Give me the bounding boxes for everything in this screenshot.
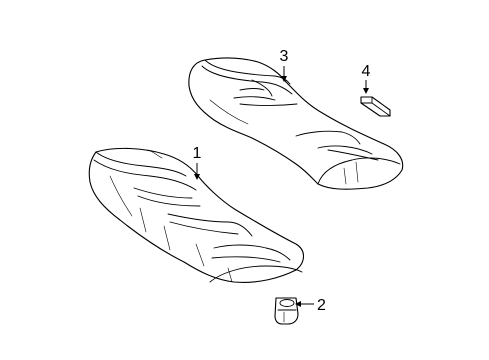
seat-back-cushion xyxy=(188,57,404,190)
callout-4-label: 4 xyxy=(362,63,371,80)
callout-1-label: 1 xyxy=(193,145,202,162)
trim-cap xyxy=(360,96,391,117)
retainer-clip xyxy=(274,297,299,325)
callout-3-label: 3 xyxy=(280,48,289,65)
seat-cushion xyxy=(88,147,305,283)
callout-2-label: 2 xyxy=(317,297,326,314)
